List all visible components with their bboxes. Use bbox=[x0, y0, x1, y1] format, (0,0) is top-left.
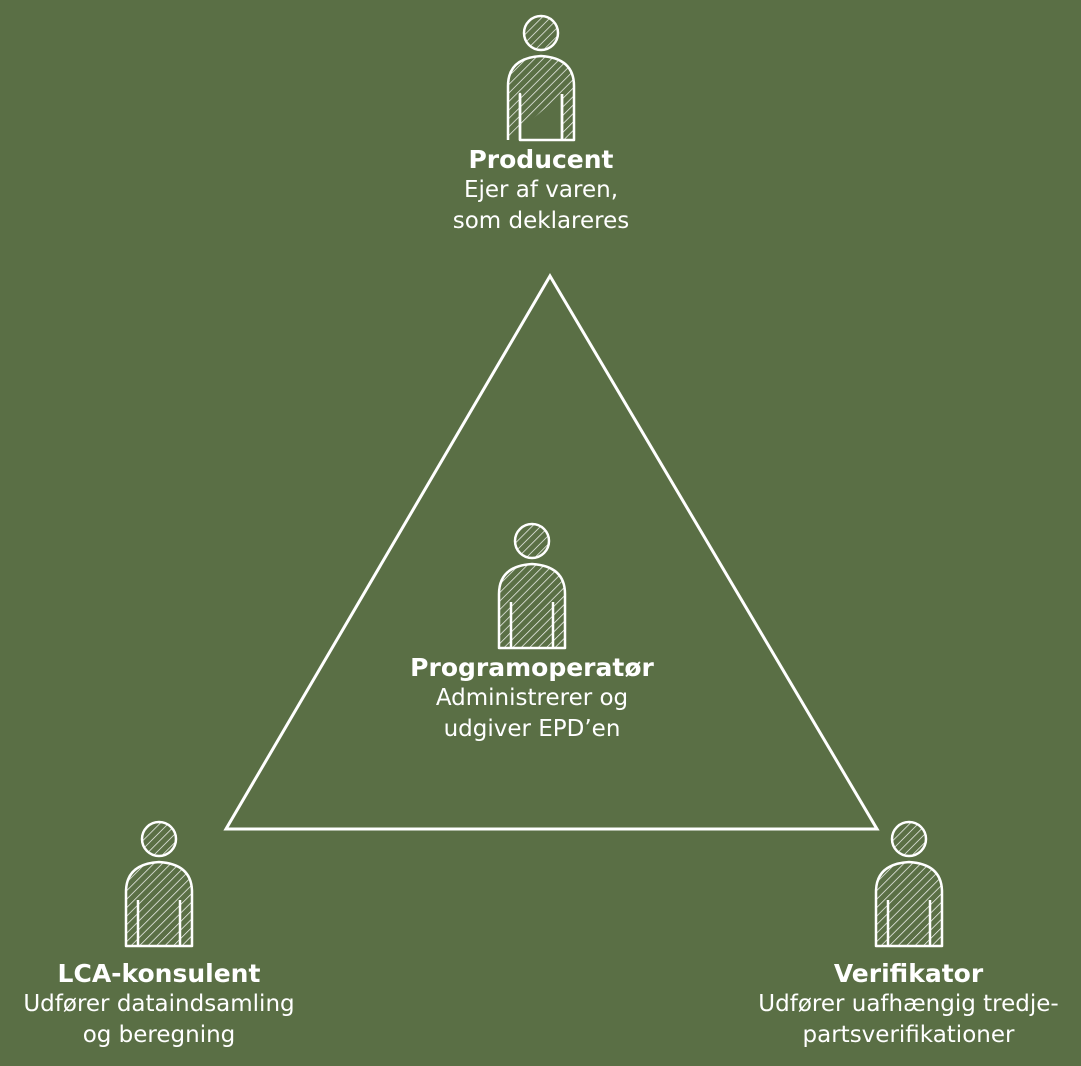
role-description-line2: og beregning bbox=[82, 1022, 236, 1048]
role-description-line2: udgiver EPD’en bbox=[443, 716, 621, 742]
role-title: Programoperatør bbox=[410, 653, 654, 682]
role-title: LCA-konsulent bbox=[57, 959, 261, 988]
triangle-outline bbox=[223, 273, 880, 831]
role-title: Producent bbox=[468, 145, 614, 174]
role-description-line1: Ejer af varen, bbox=[463, 177, 619, 203]
role-description-line1: Administrerer og bbox=[435, 685, 629, 711]
role-title: Verifikator bbox=[833, 959, 984, 988]
person-icon bbox=[124, 820, 194, 948]
role-description-line2: partsverifikationer bbox=[802, 1022, 1015, 1048]
role-producer: Producent Ejer af varen, som deklareres bbox=[391, 12, 691, 237]
role-description-line1: Udfører uafhængig tredje- bbox=[758, 991, 1059, 1017]
role-verifier: Verifikator Udfører uafhængig tredje- pa… bbox=[736, 818, 1081, 1051]
role-operator: Programoperatør Administrerer og udgiver… bbox=[372, 520, 692, 745]
role-lca-consultant: LCA-konsulent Udfører dataindsamling og … bbox=[0, 818, 318, 1051]
person-icon bbox=[497, 522, 567, 650]
role-description-line1: Udfører dataindsamling bbox=[23, 991, 295, 1017]
person-icon bbox=[506, 14, 576, 142]
role-description-line2: som deklareres bbox=[452, 208, 630, 234]
person-icon bbox=[874, 820, 943, 948]
